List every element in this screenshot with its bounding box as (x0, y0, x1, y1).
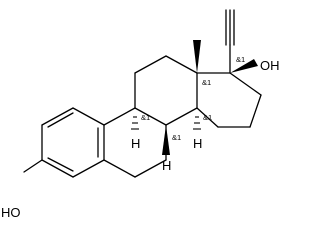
stereo-label-c8: &1 (172, 133, 181, 142)
bond-b5 (103, 159, 136, 178)
hydroxyl-label-top: OH (260, 58, 280, 73)
bond-d5 (196, 107, 219, 128)
bond-c2 (134, 55, 167, 74)
wedge-bond-h-c8 (162, 125, 170, 155)
hydroxyl-label-bottom: HO (1, 205, 21, 220)
molecule-structure-diagram: HO OH H (1, 9, 280, 220)
bond-a5 (72, 159, 105, 178)
ring-c (134, 55, 198, 126)
hydrogen-label-c14: H (193, 136, 202, 151)
hashed-bond-h-c9 (131, 116, 139, 130)
bond-b2 (134, 107, 167, 126)
ethynyl-group (225, 9, 235, 74)
bond-b1 (103, 107, 136, 126)
bond-a2-double (47, 112, 74, 128)
ring-a-aromatic (41, 107, 105, 178)
hydrogen-label-c8: H (162, 158, 171, 173)
wedge-bond-methyl (193, 40, 201, 73)
ring-d (196, 72, 262, 128)
wedge-bond-hydroxyl (230, 59, 258, 73)
stereo-label-c14: &1 (203, 113, 212, 122)
bond-a2 (41, 107, 74, 126)
hydrogen-label-c9: H (131, 136, 140, 151)
bond-c5 (165, 107, 198, 126)
bond-o-ring-a (23, 159, 43, 173)
ring-b (103, 107, 167, 178)
hashed-bond-h-c14 (193, 116, 201, 130)
bond-d2 (229, 72, 262, 96)
bond-b4 (134, 159, 167, 178)
stereo-label-c13: &1 (202, 78, 211, 87)
bond-d3 (249, 94, 262, 128)
bond-a6 (41, 159, 74, 178)
bond-c3 (165, 55, 198, 74)
stereo-label-c17: &1 (236, 55, 245, 64)
bond-a3 (72, 107, 105, 126)
bond-a6-double (47, 157, 74, 172)
stereo-label-c9: &1 (141, 113, 150, 122)
